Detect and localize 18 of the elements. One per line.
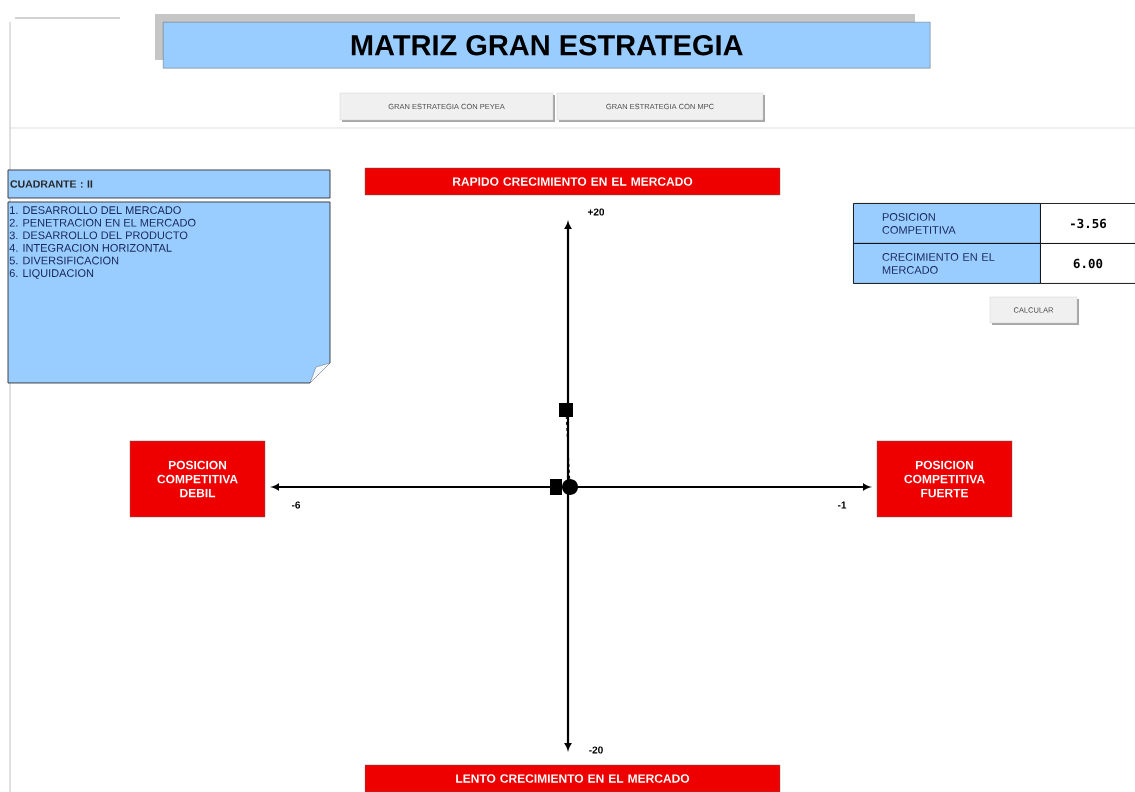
point-marker [550, 479, 578, 495]
tick-label: -20 [589, 746, 603, 754]
tick-label: -1 [837, 501, 847, 509]
tick-label: -6 [291, 501, 301, 509]
tick-label: +20 [587, 208, 605, 216]
label-box: POSICION COMPETITIVA DEBIL [129, 440, 266, 518]
table-cell: -3.56 [1040, 203, 1135, 244]
title-box: MATRIZ GRAN ESTRATEGIA [155, 14, 931, 69]
point-marker [559, 403, 573, 417]
label-box: LENTO CRECIMIENTO EN EL MERCADO [364, 764, 781, 792]
note-box: 1. DESARROLLO DEL MERCADO 2. PENETRACION EN EL MERCADO 3. DESARROLLO DEL PRODUCTO 4. INTEGRACION HORIZONTAL 5. DIVERSIFICACION 6. LIQUIDACION [7, 201, 331, 384]
table-cell: POSICION COMPETITIVA [853, 203, 1041, 244]
label-box: RAPIDO CRECIMIENTO EN EL MERCADO [364, 167, 781, 196]
label-box: POSICION COMPETITIVA FUERTE [876, 440, 1013, 518]
table-cell: CRECIMIENTO EN EL MERCADO [853, 243, 1041, 284]
table-cell: 6.00 [1040, 243, 1135, 284]
header-box: CUADRANTE : II [7, 169, 331, 199]
connector-line [565, 416, 571, 480]
